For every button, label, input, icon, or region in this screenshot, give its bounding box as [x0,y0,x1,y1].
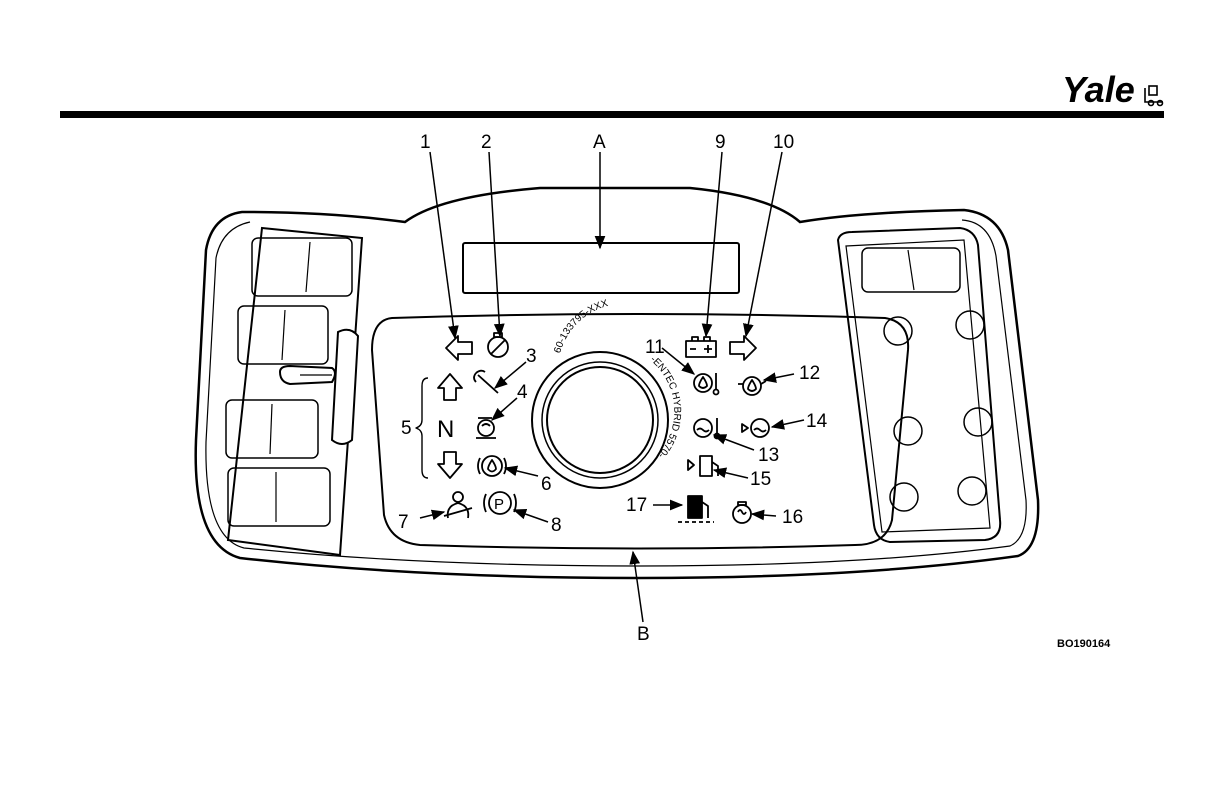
fuel-filter-icon [688,456,718,476]
oil-temp-icon [694,373,719,395]
battery-icon [686,337,716,357]
seat-belt-icon [444,492,472,518]
figure-id: BO190164 [1057,638,1111,650]
gauge-part-number: 60-133795-XXX [552,298,609,354]
dashboard-housing-inner [206,222,640,566]
callout-11: 11 [645,337,665,358]
callout-2: 2 [481,132,492,153]
callout-5: 5 [401,418,412,439]
callout-b: B [637,624,650,645]
callout-a: A [593,132,606,153]
right-button-1 [884,317,912,345]
callout-3: 3 [526,346,537,367]
callout-16: 16 [782,507,803,528]
callout-15: 15 [750,469,771,490]
callout-1: 1 [420,132,431,153]
right-button-3 [894,417,922,445]
direction-lever [280,330,358,444]
mode-bracket [416,378,428,478]
glow-coil-icon [733,502,751,523]
left-turn-arrow-icon [446,336,472,360]
callout-6: 6 [541,474,552,495]
reverse-arrow-icon [438,452,462,478]
right-turn-arrow-icon [730,336,756,360]
callout-12: 12 [799,363,820,384]
callout-4: 4 [517,382,528,403]
right-switch-pod [838,228,1000,542]
callout-8: 8 [551,515,562,536]
center-gauge [532,352,668,488]
neutral-indicator-icon: N [437,416,454,443]
callout-17: 17 [626,495,647,516]
left-switch-1 [252,238,352,296]
left-switch-4 [228,468,330,526]
header-rule [60,111,1164,118]
fuel-level-icon [678,496,714,522]
brake-fluid-icon [478,456,506,476]
forklift-logo-icon [1145,86,1163,106]
coolant-level-icon [742,419,769,437]
callout-14: 14 [806,411,828,432]
leader-lines [420,152,804,622]
callout-7: 7 [398,512,409,533]
forward-arrow-icon [438,374,462,400]
glow-plug-icon [476,418,496,438]
callout-9: 9 [715,132,726,153]
park-letter: P [494,496,504,513]
engine-check-icon [488,333,508,357]
right-button-2 [956,311,984,339]
right-button-4 [964,408,992,436]
callout-10: 10 [773,132,794,153]
oil-pressure-icon [738,377,766,395]
lcd-display-a [463,243,739,293]
brand-logo: Yale [1062,69,1135,110]
right-button-6 [958,477,986,505]
wrench-icon [474,371,498,393]
callout-13: 13 [758,445,779,466]
